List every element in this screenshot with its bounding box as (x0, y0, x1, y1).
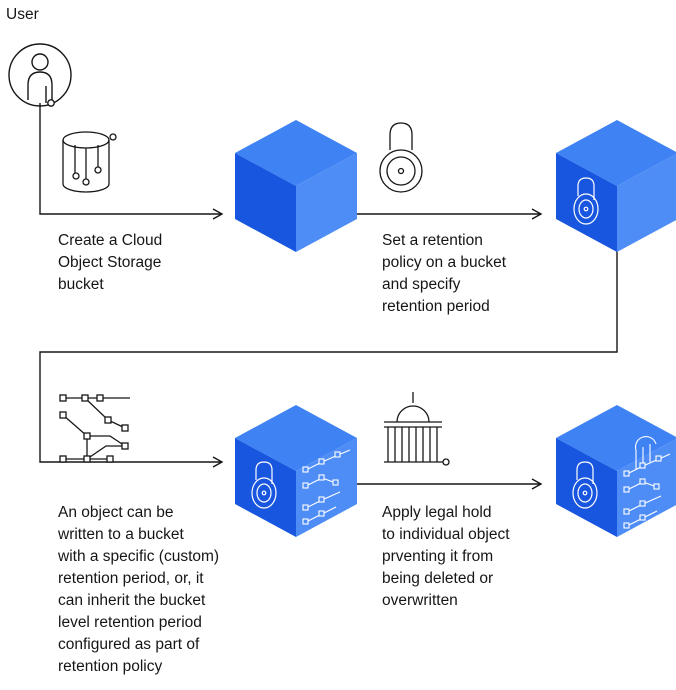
step-create-bucket-text: Create a Cloud Object Storage bucket (58, 230, 162, 296)
step-text-line: bucket (58, 276, 104, 293)
connectors (39, 103, 618, 490)
step-text-line: Apply legal hold (382, 504, 492, 521)
step-text-line: retention policy (58, 658, 163, 675)
step-text-line: Create a Cloud (58, 232, 163, 249)
step-text-line: level retention period (58, 614, 202, 631)
step-text-line: retention period (382, 298, 490, 315)
bucket-icon (62, 131, 117, 193)
step-legal-hold-text: Apply legal hold to individual object pr… (382, 502, 510, 612)
object-cube (235, 405, 357, 537)
step-text-line: written to a bucket (58, 526, 184, 543)
step-text-line: can inherit the bucket (58, 592, 206, 609)
step-text-line: Set a retention (382, 232, 483, 249)
step-text-line: with a specific (custom) (58, 548, 220, 565)
user-label: User (6, 6, 39, 23)
step-text-line: overwritten (382, 592, 458, 609)
lock-icon (379, 122, 423, 193)
bucket-cube (235, 120, 357, 252)
step-text-line: and specify (382, 276, 461, 293)
step-object-retention-text: An object can be written to a bucket wit… (58, 502, 219, 678)
connector-policy-to-object (39, 237, 618, 468)
step-retention-policy-text: Set a retention policy on a bucket and s… (382, 230, 506, 318)
policy-cube (556, 120, 676, 252)
step-text-line: retention period, or, it (58, 570, 204, 587)
step-text-line: being deleted or (382, 570, 494, 587)
step-text-line: to individual object (382, 526, 510, 543)
step-text-line: policy on a bucket (382, 254, 507, 271)
step-text-line: prventing it from (382, 548, 494, 565)
user-icon (8, 43, 72, 107)
connector-user-to-bucket (39, 103, 224, 220)
step-text-line: Object Storage (58, 254, 162, 271)
step-text-line: configured as part of (58, 636, 200, 653)
step-text-line: An object can be (58, 504, 174, 521)
retention-policy-icon (59, 394, 130, 463)
legal-hold-icon (384, 392, 450, 466)
legal-hold-cube (556, 405, 676, 537)
